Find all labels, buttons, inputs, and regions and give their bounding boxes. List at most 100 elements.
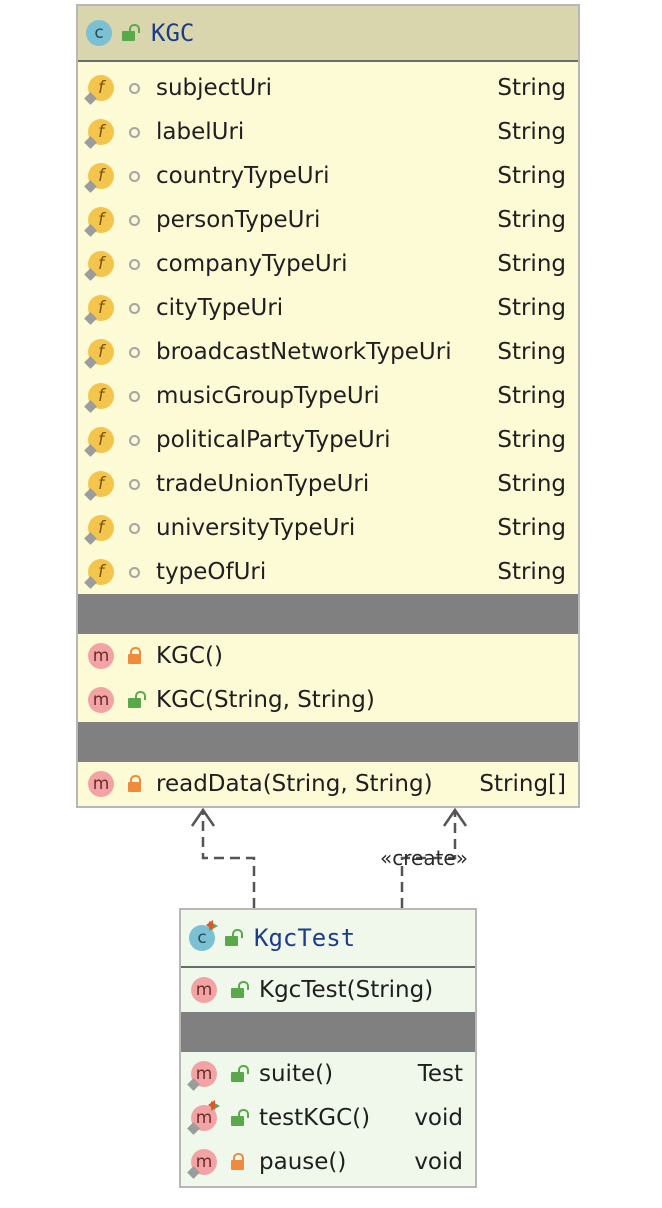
- package-dot-icon: [129, 258, 140, 270]
- method-return-type: void: [414, 1149, 463, 1175]
- method-return-type: String[]: [479, 771, 566, 797]
- field-type: String: [497, 559, 566, 585]
- field-type: String: [497, 295, 566, 321]
- field-type: String: [497, 163, 566, 189]
- test-run-marker-icon: [209, 921, 218, 931]
- unlock-icon: [231, 1064, 249, 1082]
- package-dot-icon: [129, 82, 140, 94]
- test-run-marker-icon: [211, 1101, 220, 1111]
- package-dot-icon: [129, 126, 140, 138]
- kgc-methods-section: m readData(String, String) String[]: [78, 762, 578, 806]
- field-name: cityTypeUri: [156, 295, 284, 321]
- package-dot-icon: [129, 434, 140, 446]
- package-dot-icon: [129, 346, 140, 358]
- method-name: suite(): [259, 1061, 334, 1087]
- field-type: String: [497, 383, 566, 409]
- constructor-name: KGC(): [156, 643, 223, 669]
- package-dot-icon: [129, 390, 140, 402]
- kgctest-class-header: c KgcTest: [181, 910, 475, 968]
- field-type: String: [497, 427, 566, 453]
- dependency-line-left: [201, 812, 256, 908]
- field-type: String: [497, 207, 566, 233]
- unlock-icon: [128, 690, 146, 708]
- method-name: readData(String, String): [156, 771, 433, 797]
- field-row[interactable]: f broadcastNetworkTypeUri String: [78, 330, 578, 374]
- constructor-row[interactable]: m KGC(): [78, 634, 578, 678]
- field-name: subjectUri: [156, 75, 273, 101]
- field-type: String: [497, 339, 566, 365]
- method-icon: m: [191, 1100, 220, 1131]
- lock-icon: [128, 774, 141, 792]
- field-name: countryTypeUri: [156, 163, 330, 189]
- field-name: personTypeUri: [156, 207, 321, 233]
- class-icon: c: [86, 20, 112, 46]
- lock-icon: [128, 646, 141, 664]
- section-separator: [78, 594, 578, 634]
- field-type: String: [497, 471, 566, 497]
- field-name: broadcastNetworkTypeUri: [156, 339, 452, 365]
- field-name: universityTypeUri: [156, 515, 356, 541]
- method-return-type: void: [414, 1105, 463, 1131]
- field-type: String: [497, 119, 566, 145]
- unlock-icon: [231, 1108, 249, 1126]
- method-icon: m: [88, 643, 114, 669]
- class-icon: c: [189, 920, 218, 951]
- field-icon: f: [88, 339, 114, 365]
- lock-icon: [231, 1152, 244, 1170]
- field-name: typeOfUri: [156, 559, 267, 585]
- dependency-line-create: [400, 812, 457, 908]
- method-name: pause(): [259, 1149, 347, 1175]
- field-type: String: [497, 515, 566, 541]
- arrowhead-create-icon: [442, 807, 468, 827]
- constructor-name: KgcTest(String): [259, 977, 434, 1003]
- package-dot-icon: [129, 566, 140, 578]
- method-row[interactable]: m readData(String, String) String[]: [78, 762, 578, 806]
- field-name: tradeUnionTypeUri: [156, 471, 370, 497]
- arrowhead-left-icon: [190, 807, 216, 827]
- field-name: musicGroupTypeUri: [156, 383, 380, 409]
- unlock-icon: [225, 928, 243, 946]
- constructor-row[interactable]: m KgcTest(String): [181, 968, 475, 1012]
- package-dot-icon: [129, 522, 140, 534]
- kgc-class-header: c KGC: [78, 6, 578, 62]
- package-dot-icon: [129, 478, 140, 490]
- kgctest-constructors-section: m KgcTest(String): [181, 968, 475, 1012]
- field-type: String: [497, 75, 566, 101]
- package-dot-icon: [129, 214, 140, 226]
- method-icon: m: [88, 771, 114, 797]
- method-row[interactable]: m testKGC() void: [181, 1096, 475, 1140]
- method-name: testKGC(): [259, 1105, 371, 1131]
- unlock-icon: [122, 23, 140, 41]
- test-run-marker-icon: [206, 920, 213, 930]
- field-name: companyTypeUri: [156, 251, 348, 277]
- method-icon: m: [88, 687, 114, 713]
- field-name: labelUri: [156, 119, 245, 145]
- test-run-marker-icon: [208, 1100, 215, 1110]
- package-dot-icon: [129, 170, 140, 182]
- section-separator: [181, 1012, 475, 1052]
- method-icon: m: [191, 977, 217, 1003]
- kgc-class-title: KGC: [151, 19, 195, 47]
- kgctest-class-title: KgcTest: [254, 924, 356, 952]
- unlock-icon: [231, 980, 249, 998]
